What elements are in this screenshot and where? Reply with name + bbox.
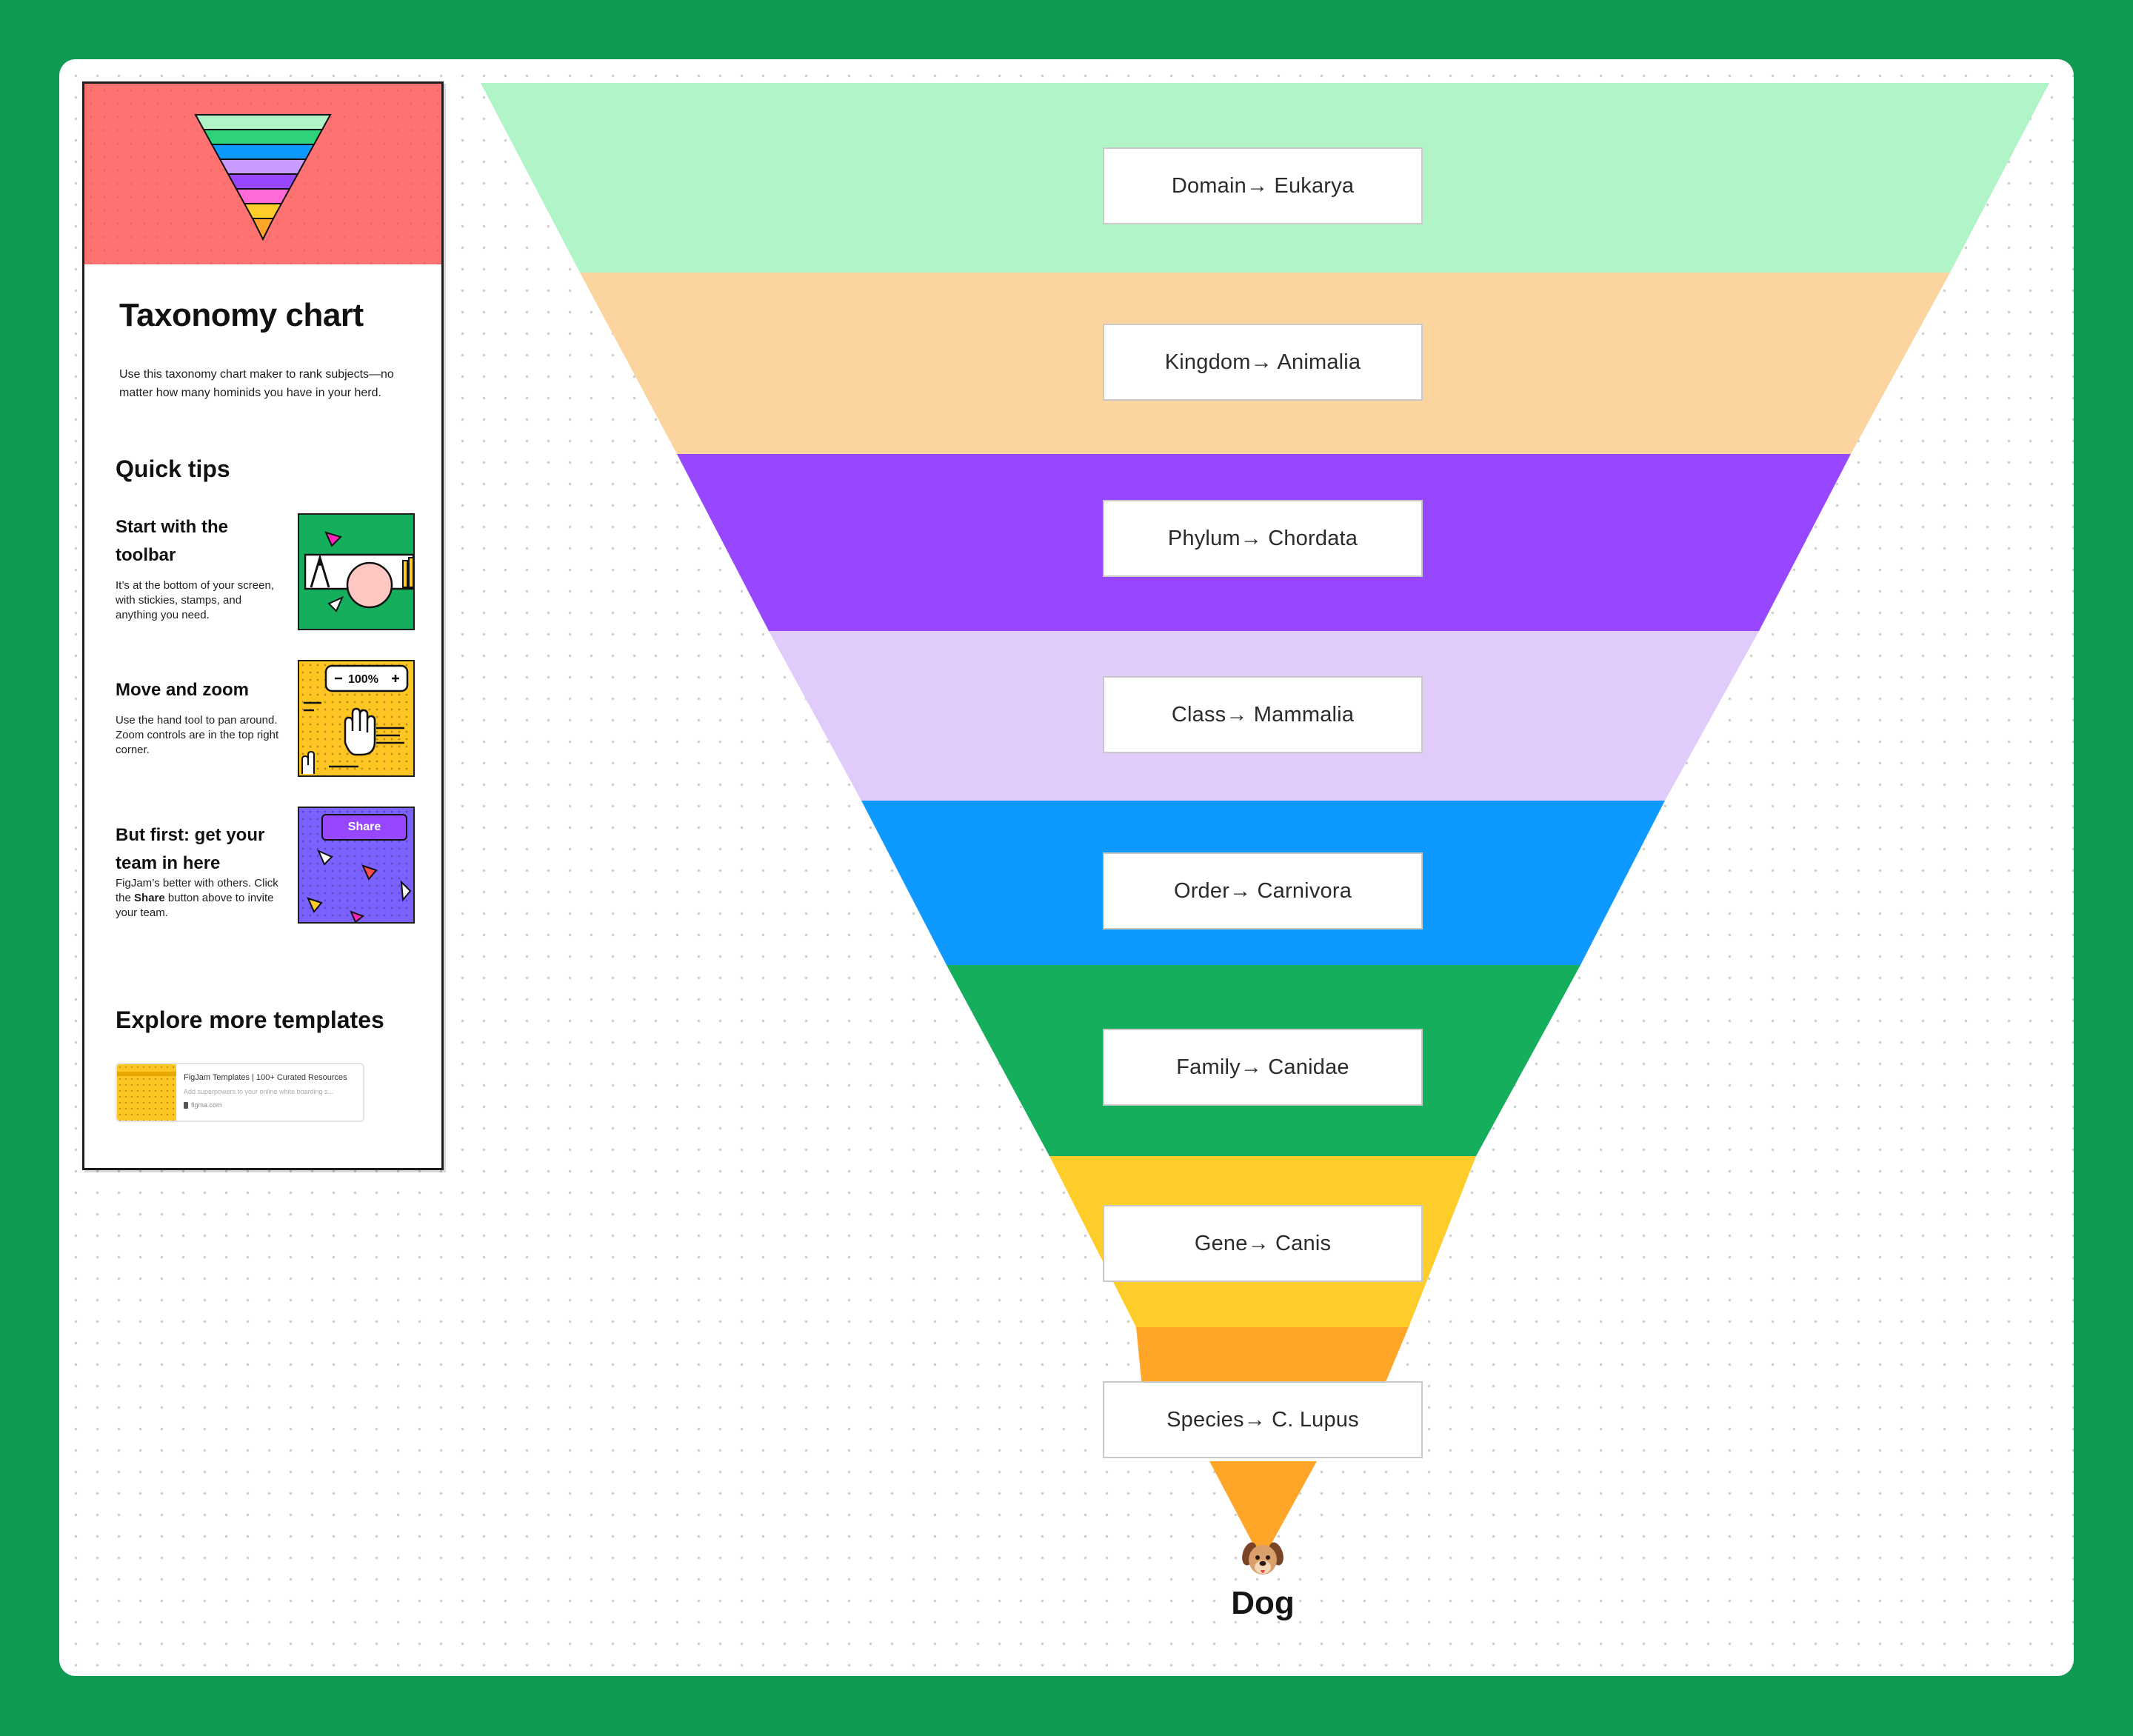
- level-label-class[interactable]: Class→ Mammalia: [1103, 676, 1423, 753]
- link-title: FigJam Templates | 100+ Curated Resource…: [184, 1073, 347, 1082]
- zoom-level-display: 100%: [348, 673, 378, 686]
- level-label-family[interactable]: Family→ Canidae: [1103, 1029, 1423, 1106]
- funnel-band-tip[interactable]: [1209, 1461, 1317, 1555]
- tip-body-toolbar: It’s at the bottom of your screen, with …: [116, 579, 274, 621]
- figjam-templates-link[interactable]: FigJam Templates | 100+ Curated Resource…: [116, 1063, 364, 1122]
- level-label-gene[interactable]: Gene→ Canis: [1103, 1205, 1423, 1282]
- level-label-phylum[interactable]: Phylum→ Chordata: [1103, 500, 1423, 577]
- tip-title-toolbar: Start with the toolbar: [116, 517, 229, 565]
- toolbar-tip-illustration: [298, 513, 415, 630]
- tip-body-move-zoom: Use the hand tool to pan around. Zoom co…: [116, 714, 279, 756]
- card-hero-banner: [84, 84, 441, 264]
- tip-body-share-bold: Share: [134, 892, 165, 904]
- tip-body-share-text: FigJam’s better with others. Click the: [116, 877, 278, 904]
- tip-title-move-zoom: Move and zoom: [116, 680, 250, 700]
- share-label: Share: [347, 821, 381, 833]
- tip-body-share: FigJam’s better with others. Click the S…: [116, 876, 286, 921]
- link-domain: figma.com: [184, 1101, 222, 1109]
- level-label-species[interactable]: Species→ C. Lupus: [1103, 1381, 1423, 1458]
- link-subtitle: Add superpowers to your online white boa…: [184, 1088, 334, 1095]
- card-description: Use this taxonomy chart maker to rank su…: [119, 368, 394, 399]
- funnel-band-species[interactable]: [1136, 1327, 1409, 1387]
- level-label-order[interactable]: Order→ Carnivora: [1103, 852, 1423, 929]
- link-thumbnail: [117, 1064, 176, 1121]
- figjam-canvas[interactable]: Domain→ Eukarya Kingdom→ Animalia Phylum…: [59, 59, 2074, 1676]
- figma-logo-icon: [184, 1102, 188, 1109]
- explore-heading: Explore more templates: [116, 1006, 384, 1033]
- funnel-thumbnail-icon: [194, 114, 332, 241]
- tip-body-share-text-end: button above to invite your team.: [116, 892, 274, 919]
- share-tip-illustration: Share: [298, 807, 415, 924]
- level-label-domain[interactable]: Domain→ Eukarya: [1103, 147, 1423, 224]
- share-button-illustration: Share: [321, 814, 407, 841]
- level-label-kingdom[interactable]: Kingdom→ Animalia: [1103, 324, 1423, 401]
- result-label-dog[interactable]: Dog: [1231, 1585, 1295, 1621]
- template-info-card[interactable]: Taxonomy chart Use this taxonomy chart m…: [82, 81, 444, 1170]
- link-domain-text: figma.com: [191, 1101, 222, 1109]
- card-title: Taxonomy chart: [119, 297, 364, 333]
- tip-title-share: But first: get your team in here: [116, 825, 265, 873]
- zoom-tip-illustration: 100%: [298, 660, 415, 777]
- quick-tips-heading: Quick tips: [116, 455, 230, 482]
- dog-face-icon[interactable]: [1241, 1538, 1284, 1580]
